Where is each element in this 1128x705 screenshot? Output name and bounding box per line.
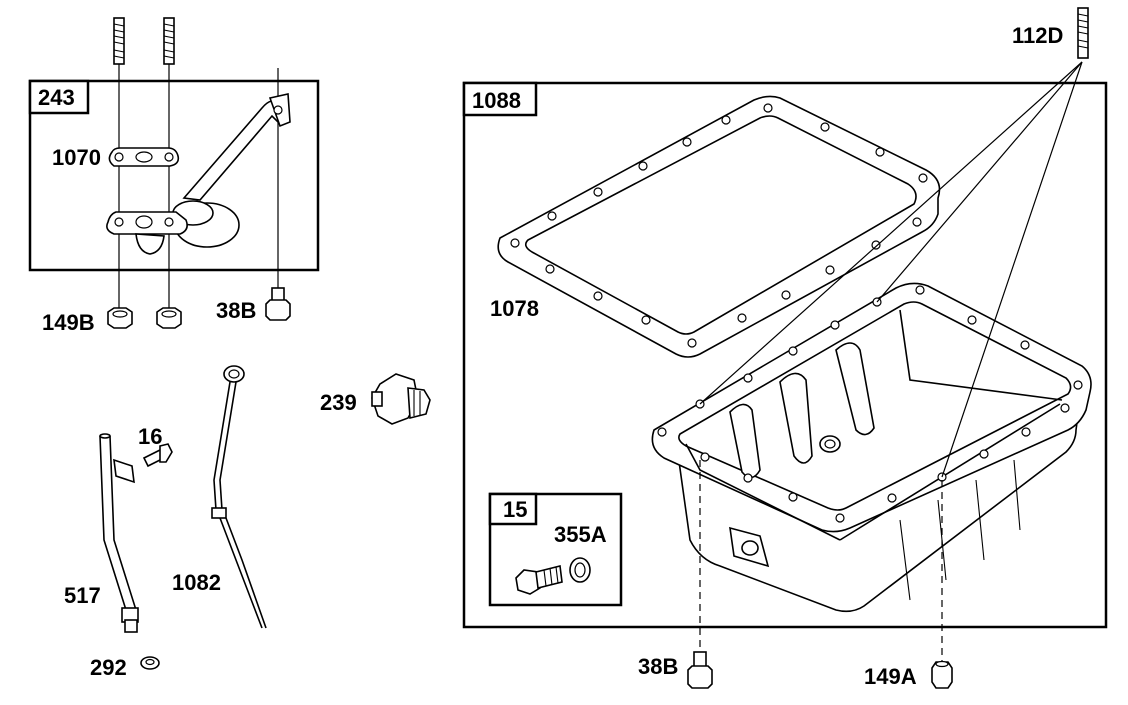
label-1078: 1078 [490, 296, 539, 321]
assembly-15-frame [488, 492, 623, 607]
stud-left [113, 17, 125, 65]
sensor-239 [371, 373, 431, 425]
label-149B: 149B [42, 310, 95, 335]
leader-112D-c [699, 61, 1083, 405]
stud-112D [1077, 7, 1089, 59]
label-355A: 355A [554, 522, 607, 547]
label-1070: 1070 [52, 145, 101, 170]
oil-pan [651, 282, 1092, 613]
label-1088: 1088 [472, 88, 521, 113]
label-292: 292 [90, 655, 127, 680]
assembly-1088-frame [462, 81, 1108, 629]
label-149A: 149A [864, 664, 917, 689]
tube-base [106, 93, 291, 255]
dipstick-1082 [211, 365, 267, 629]
gasket-1078 [497, 95, 941, 358]
label-15: 15 [503, 497, 527, 522]
assembly-15: 15 355A [488, 492, 623, 607]
nut-149B-left [107, 307, 133, 329]
leader-112D-a [876, 61, 1083, 303]
assembly-243-frame [28, 79, 320, 272]
label-38B-top: 38B [216, 298, 256, 323]
label-517: 517 [64, 583, 101, 608]
tube-517 [99, 433, 139, 633]
nut-149A [931, 660, 953, 689]
label-1082: 1082 [172, 570, 221, 595]
oil-pan-holes [657, 285, 1083, 523]
bolt-38B-bottom [687, 651, 713, 689]
washer-292 [140, 656, 160, 670]
assembly-243-tag [28, 79, 90, 115]
label-16: 16 [138, 424, 162, 449]
label-112D: 112D [1012, 23, 1063, 48]
assembly-1088-tag [462, 81, 538, 117]
bolt-16 [142, 443, 173, 468]
label-38B-bottom: 38B [638, 654, 678, 679]
stud-right [163, 17, 175, 65]
washer-355A [569, 557, 591, 583]
bolt-38B-top [265, 287, 291, 321]
label-243: 243 [38, 85, 75, 110]
assembly-15-tag [488, 492, 538, 526]
label-239: 239 [320, 390, 357, 415]
gasket-1078-holes [510, 103, 928, 348]
assembly-243: 243 107 [28, 17, 320, 310]
leader-112D-b [941, 61, 1083, 478]
nut-149B-right [156, 307, 182, 329]
gasket-1070 [108, 147, 180, 167]
drain-plug [515, 565, 563, 595]
assembly-1088: 1088 [462, 81, 1108, 629]
